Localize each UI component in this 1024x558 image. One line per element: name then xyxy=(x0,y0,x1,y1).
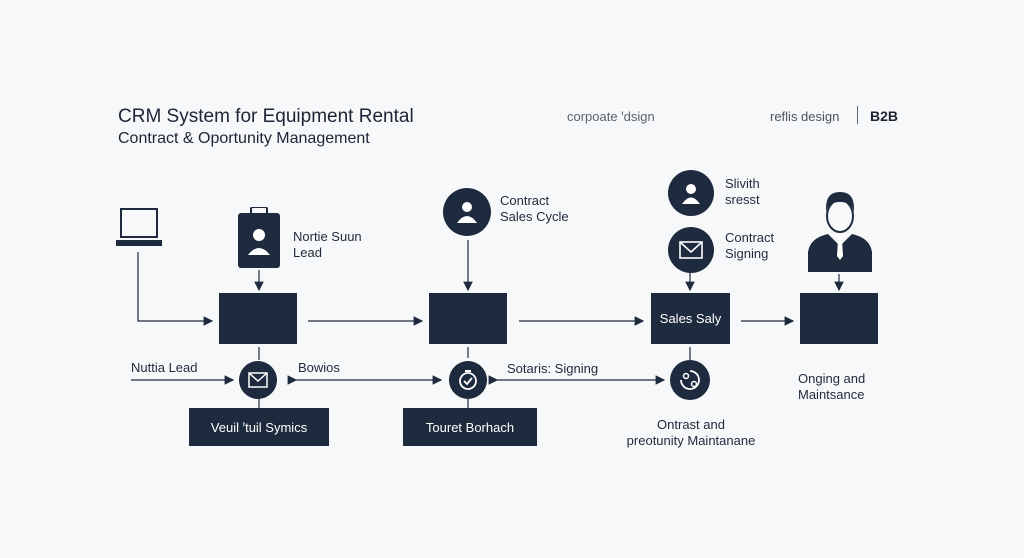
header-separator xyxy=(857,106,858,124)
flow-node-1[interactable] xyxy=(219,293,297,344)
tag-corporate-design: corpoate ꞌdsign xyxy=(567,109,655,124)
tag-design: reflis design xyxy=(770,109,840,124)
opportunity-maintenance-label: Ontrast and preotunity Maintanane xyxy=(626,417,756,448)
envelope-icon xyxy=(668,227,714,273)
switch-person-icon xyxy=(668,170,714,216)
gauge-icon xyxy=(449,361,487,399)
mail-circle-icon xyxy=(239,361,277,399)
sales-node[interactable]: Sales Saly xyxy=(651,293,730,344)
manager-icon xyxy=(806,190,874,279)
flow-node-4[interactable] xyxy=(800,293,878,344)
borhach-button[interactable]: Touret Borhach xyxy=(403,408,537,446)
cycle-icon xyxy=(670,360,710,400)
signing-row-label: Sotaris: Signing xyxy=(507,361,599,376)
person-icon xyxy=(443,188,491,236)
ongoing-maintenance-label: Onging and Maintsance xyxy=(798,371,866,402)
switch-label: Slivith sresst xyxy=(725,176,760,207)
badge-icon xyxy=(237,206,281,274)
contract-signing-label: Contract Signing xyxy=(725,230,775,261)
page-subtitle: Contract & Oportunity Management xyxy=(118,130,370,147)
flow-node-2[interactable] xyxy=(429,293,507,344)
symics-button[interactable]: Veuil ꞌtuil Symics xyxy=(189,408,329,446)
nuttia-lead-label: Nuttia Lead xyxy=(131,360,198,375)
lead-label: Nortie Suun Lead xyxy=(293,229,362,260)
tag-b2b: B2B xyxy=(870,108,899,124)
bowios-label: Bowios xyxy=(298,360,340,375)
contract-sales-cycle-label: Contract Sales Cycle xyxy=(500,193,569,224)
laptop-icon xyxy=(115,207,163,258)
page-title: CRM System for Equipment Rental xyxy=(118,106,414,127)
laptop-to-node1-arrow xyxy=(137,252,214,326)
